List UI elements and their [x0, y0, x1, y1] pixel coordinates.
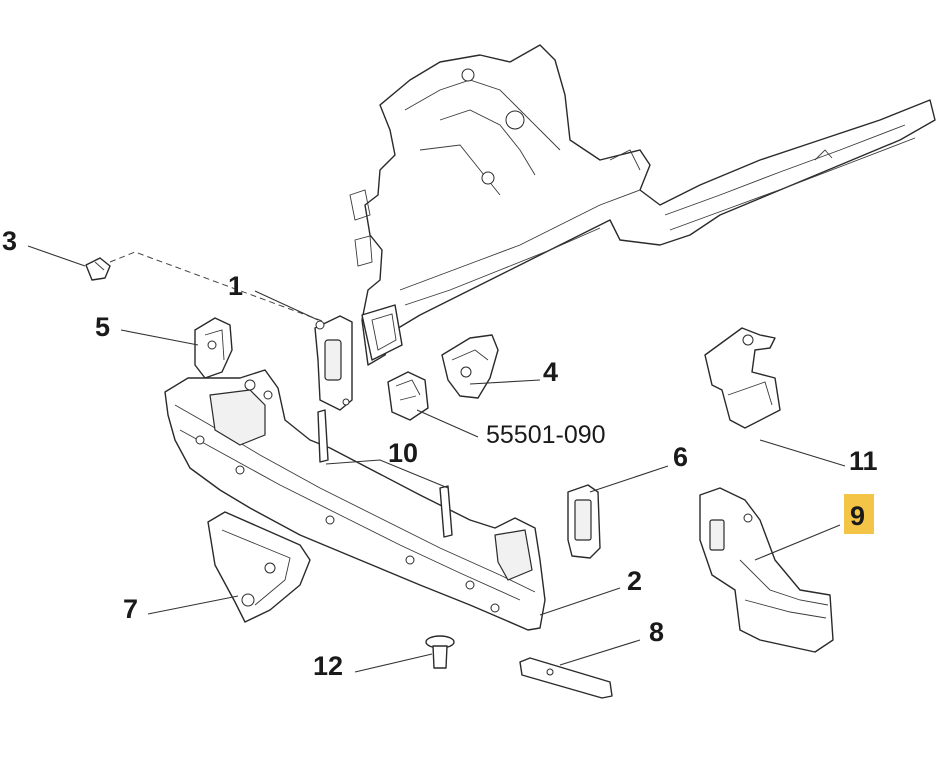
callout-2: 2: [627, 566, 642, 596]
part-4-bracket: [441, 334, 499, 399]
callout-3: 3: [2, 226, 17, 256]
leader-1: [254, 290, 319, 321]
part-12-push-clip: [425, 635, 455, 669]
callout-11: 11: [849, 446, 878, 476]
leader-7: [147, 595, 239, 615]
part-2-bumper-beam: [164, 369, 546, 631]
leader-12: [354, 653, 433, 673]
leader-5: [120, 329, 199, 346]
leader-55501: [416, 409, 479, 438]
leader-11: [759, 439, 846, 467]
leader-6: [589, 465, 669, 493]
callout-1: 1: [228, 271, 243, 301]
callout-7: 7: [123, 594, 138, 624]
callout-5: 5: [95, 312, 110, 342]
part-3-bolt: [85, 251, 326, 323]
leader-9: [754, 524, 841, 561]
callout-8: 8: [649, 617, 664, 647]
callout-6: 6: [673, 442, 688, 472]
callout-9: 9: [850, 501, 865, 531]
part-9-large-bracket: [699, 487, 834, 653]
part-5-bracket: [194, 317, 233, 379]
leader-2: [539, 587, 621, 616]
callout-part-code: 55501-090: [486, 421, 606, 449]
leader-3: [27, 245, 86, 267]
part-7-triangle-bracket: [207, 511, 311, 623]
callout-4: 4: [543, 357, 558, 387]
leader-10: [325, 459, 449, 489]
callout-12: 12: [313, 651, 343, 681]
part-11-hook-bracket: [704, 327, 781, 429]
part-6-block: [567, 484, 601, 559]
leader-4: [469, 379, 541, 385]
leader-lines: [27, 245, 846, 673]
callout-10: 10: [388, 438, 418, 468]
part-1-bracket: [314, 315, 353, 411]
chassis-frame: [349, 44, 936, 366]
leader-8: [559, 639, 641, 666]
part-55501-090-clip: [387, 371, 429, 421]
part-8-strip: [519, 657, 613, 699]
callout-9-highlight: [844, 494, 874, 534]
